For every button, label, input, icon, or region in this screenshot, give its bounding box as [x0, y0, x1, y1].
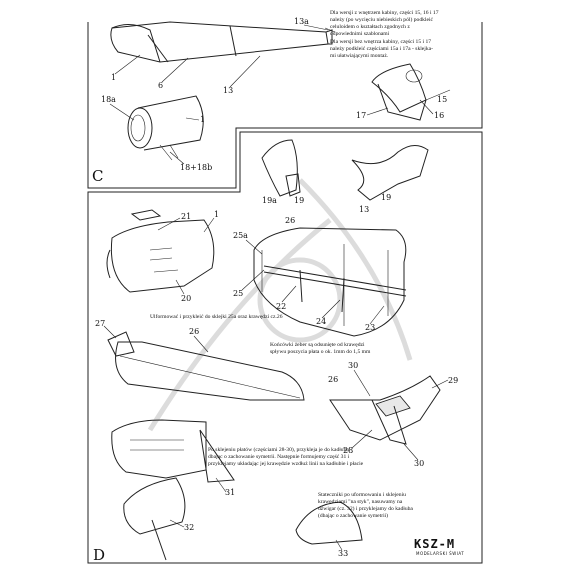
stabilizer-part-32: [123, 477, 186, 561]
fuselage-rear-assembly: [110, 21, 336, 63]
part-label-31: 31: [225, 488, 235, 497]
section-d-frame: [87, 131, 483, 564]
publisher-logo: KSZ-M MODELARSKI ŚWIAT: [414, 537, 464, 556]
part-label-33: 33: [338, 549, 348, 558]
part-label-15: 15: [437, 95, 447, 104]
part-label-30: 30: [348, 361, 358, 370]
note-wing-joining: Po sklejeniu płatów (częściami 28-30), p…: [208, 446, 364, 467]
note-cockpit-interior: Dla wersji z wnętrzem kabiny, części 15,…: [330, 10, 439, 37]
part-label-25: 25: [233, 289, 243, 298]
part-label-6: 6: [158, 81, 163, 90]
part-label-16: 16: [434, 111, 444, 120]
svg-text:KSZ-M: KSZ-M: [414, 537, 455, 551]
part-label-24: 24: [316, 317, 326, 326]
part-label-18-18b: 18+18b: [180, 163, 212, 172]
wing-panel-26: [107, 331, 305, 401]
wing-frame-assembly: [253, 227, 407, 337]
vertical-fin-part-19: [261, 139, 301, 197]
part-label-26c: 26: [328, 375, 338, 384]
nose-cylinder: [127, 95, 204, 161]
part-label-13b: 13: [359, 205, 369, 214]
part-label-18a: 18a: [101, 95, 116, 104]
fuselage-front-section: [106, 209, 215, 293]
svg-text:należy (po wycięciu niebieskic: należy (po wycięciu niebieskich pól) pod…: [330, 16, 433, 23]
part-label-19a: 19a: [262, 196, 277, 205]
svg-text:celuloidem o kształtach zgodny: celuloidem o kształtach zgodnych z: [330, 24, 410, 30]
part-label-25a: 25a: [233, 231, 248, 240]
svg-text:MODELARSKI ŚWIAT: MODELARSKI ŚWIAT: [416, 551, 464, 556]
note-stabilizers: Stateczniki po uformowaniu i sklejeniu k…: [318, 491, 413, 519]
wing-joint-assembly: [329, 375, 441, 445]
part-label-1b: 1: [200, 115, 205, 124]
part-label-17: 17: [356, 111, 366, 120]
part-label-19b: 19: [381, 193, 391, 202]
part-label-28: 28: [343, 446, 353, 455]
part-label-27: 27: [95, 319, 105, 328]
svg-text:Po sklejeniu płatów (częściami: Po sklejeniu płatów (częściami 28-30), p…: [208, 446, 349, 453]
section-c-frame: [87, 22, 483, 189]
horizontal-tail-part-13: [351, 145, 429, 201]
part-label-23: 23: [365, 323, 375, 332]
svg-text:dbając o zachowanie symetrii.: dbając o zachowanie symetrii. Następnie …: [208, 453, 350, 460]
part-label-22: 22: [276, 302, 286, 311]
svg-text:(dbając o zachowanie symetrii): (dbając o zachowanie symetrii): [318, 512, 388, 519]
fuselage-wing-fillet: [111, 419, 235, 483]
note-rib-offset: Końcówki żeber są odsunięte od krawędzi …: [270, 342, 371, 355]
part-label-26b: 26: [189, 327, 199, 336]
svg-text:mi ułatwiającymi montaż.: mi ułatwiającymi montaż.: [330, 53, 389, 59]
note-cockpit-without-interior: Dla wersji bez wnętrza kabiny, części 15…: [330, 39, 433, 59]
part-label-1c: 1: [214, 210, 219, 219]
svg-text:Dla wersji bez wnętrza kabiny,: Dla wersji bez wnętrza kabiny, części 15…: [330, 39, 431, 45]
svg-text:krawędziami "na styk", nasuwam: krawędziami "na styk", nasuwamy na: [318, 499, 403, 505]
svg-text:Końcówki żeber są odsunięte od: Końcówki żeber są odsunięte od krawędzi: [270, 342, 365, 348]
section-d-letter: D: [93, 546, 105, 564]
part-label-19: 19: [294, 196, 304, 205]
svg-text:odpowiednimi szablonami: odpowiednimi szablonami: [330, 31, 390, 37]
note-form-and-glue-25a: Ulformować i przykleić do sklejki 25a or…: [150, 313, 283, 320]
part-label-1: 1: [111, 73, 116, 82]
part-label-20: 20: [181, 294, 191, 303]
svg-text:Stateczniki po uformowaniu i s: Stateczniki po uformowaniu i sklejeniu: [318, 491, 406, 498]
svg-text:dźwigar (cz. 32) i przyklejamy: dźwigar (cz. 32) i przyklejamy do kadłub…: [318, 505, 413, 512]
part-label-21: 21: [181, 212, 191, 221]
cockpit-canopy: [371, 63, 451, 121]
part-label-13a: 13a: [294, 17, 309, 26]
section-c-letter: C: [92, 167, 103, 185]
svg-text:spływu poszycia płata o ok. 1m: spływu poszycia płata o ok. 1mm do 1,5 m…: [270, 349, 371, 355]
part-label-29: 29: [448, 376, 458, 385]
svg-text:przyklejamy układając jej kraw: przyklejamy układając jej krawędzie wzdł…: [208, 461, 364, 467]
part-label-26a: 26: [285, 216, 295, 225]
part-label-32: 32: [184, 523, 194, 532]
svg-text:Ulformować i przykleić do skle: Ulformować i przykleić do sklejki 25a or…: [150, 313, 283, 320]
rudder-part-33: [295, 501, 363, 545]
svg-text:należy podkleić częściami 15a: należy podkleić częściami 15a i 17a - sk…: [330, 46, 433, 52]
part-label-30b: 30: [414, 459, 424, 468]
svg-text:Dla wersji z wnętrzem kabiny,: Dla wersji z wnętrzem kabiny, części 15,…: [330, 10, 439, 16]
part-label-13: 13: [223, 86, 233, 95]
